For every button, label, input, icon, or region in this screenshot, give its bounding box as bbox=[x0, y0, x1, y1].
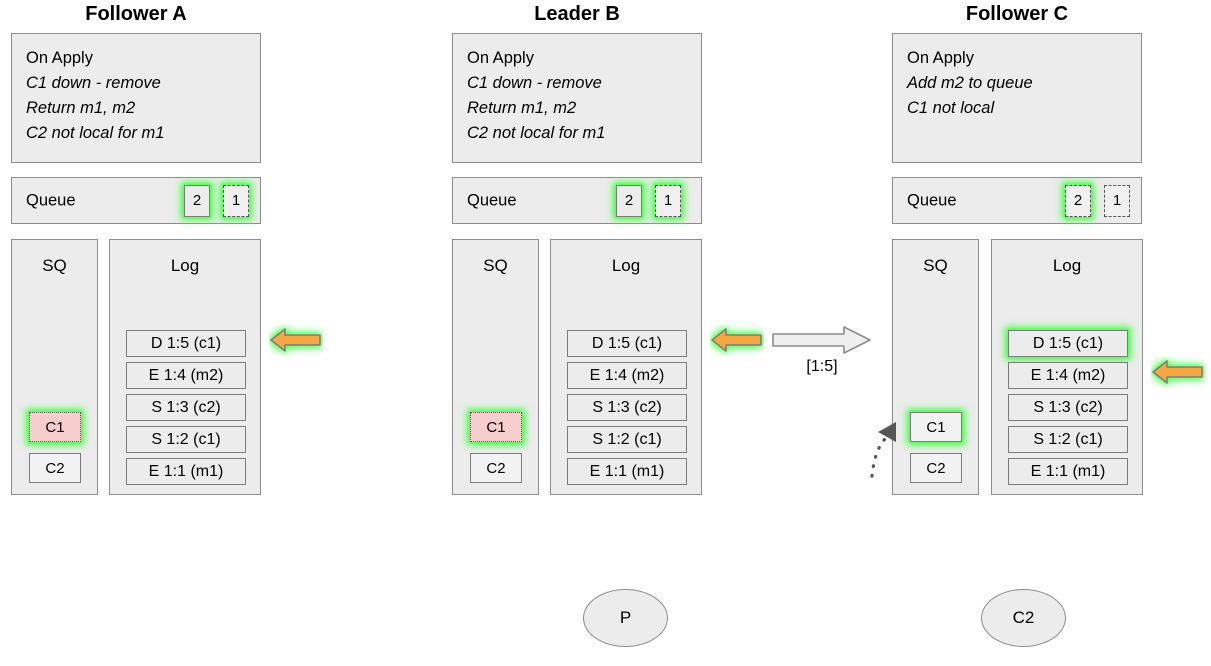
log-entry[interactable]: S 1:3 (c2) bbox=[126, 394, 246, 421]
apply-pointer-arrow-leader-b bbox=[710, 324, 764, 356]
queue-cell[interactable]: 2 bbox=[616, 184, 642, 217]
queue-panel-follower-c: Queue 2 1 bbox=[892, 177, 1142, 224]
log-entry[interactable]: E 1:4 (m2) bbox=[1008, 362, 1128, 389]
log-entry[interactable]: S 1:3 (c2) bbox=[567, 394, 687, 421]
sq-item[interactable]: C1 bbox=[470, 412, 522, 442]
sq-item[interactable]: C1 bbox=[29, 412, 81, 442]
queue-panel-leader-b: Queue 2 1 bbox=[452, 177, 702, 224]
replication-arrow bbox=[772, 325, 872, 355]
log-entry[interactable]: E 1:4 (m2) bbox=[567, 362, 687, 389]
on-apply-line: C1 not local bbox=[907, 99, 995, 117]
log-entry[interactable]: S 1:2 (c1) bbox=[567, 426, 687, 453]
log-title: Log bbox=[1052, 256, 1082, 275]
on-apply-line: C1 down - remove bbox=[26, 74, 161, 92]
on-apply-panel-follower-c: On Apply Add m2 to queue C1 not local bbox=[892, 33, 1142, 163]
log-entry[interactable]: E 1:1 (m1) bbox=[567, 458, 687, 485]
apply-pointer-arrow-follower-a bbox=[269, 324, 323, 356]
apply-pointer-arrow-follower-c bbox=[1151, 356, 1205, 388]
on-apply-line: Return m1, m2 bbox=[26, 99, 136, 117]
on-apply-header: On Apply bbox=[907, 49, 974, 67]
sq-title: SQ bbox=[483, 256, 508, 275]
sq-insert-dotted-arrow bbox=[866, 400, 914, 480]
log-entry[interactable]: S 1:2 (c1) bbox=[126, 426, 246, 453]
queue-cell[interactable]: 1 bbox=[655, 184, 681, 217]
log-panel-leader-b: Log D 1:5 (c1) E 1:4 (m2) S 1:3 (c2) S 1… bbox=[550, 239, 702, 495]
on-apply-line: C2 not local for m1 bbox=[26, 124, 165, 142]
column-title-follower-c: Follower C bbox=[965, 3, 1069, 25]
on-apply-line: Add m2 to queue bbox=[907, 74, 1033, 92]
process-ellipse-c2[interactable]: C2 bbox=[981, 589, 1066, 647]
sq-item[interactable]: C2 bbox=[470, 453, 522, 483]
queue-label: Queue bbox=[467, 191, 517, 209]
column-title-leader-b: Leader B bbox=[534, 3, 620, 25]
log-entry[interactable]: D 1:5 (c1) bbox=[567, 330, 687, 357]
log-title: Log bbox=[611, 256, 641, 275]
log-entry[interactable]: E 1:4 (m2) bbox=[126, 362, 246, 389]
log-entry[interactable]: E 1:1 (m1) bbox=[126, 458, 246, 485]
queue-panel-follower-a: Queue 2 1 bbox=[11, 177, 261, 224]
sq-title: SQ bbox=[923, 256, 948, 275]
sq-title: SQ bbox=[42, 256, 67, 275]
queue-label: Queue bbox=[907, 191, 957, 209]
on-apply-header: On Apply bbox=[467, 49, 534, 67]
column-title-follower-a: Follower A bbox=[85, 3, 187, 25]
log-entry[interactable]: D 1:5 (c1) bbox=[1008, 330, 1128, 357]
on-apply-panel-follower-a: On Apply C1 down - remove Return m1, m2 … bbox=[11, 33, 261, 163]
log-panel-follower-c: Log D 1:5 (c1) E 1:4 (m2) S 1:3 (c2) S 1… bbox=[991, 239, 1143, 495]
queue-label: Queue bbox=[26, 191, 76, 209]
on-apply-panel-leader-b: On Apply C1 down - remove Return m1, m2 … bbox=[452, 33, 702, 163]
on-apply-header: On Apply bbox=[26, 49, 93, 67]
log-entry[interactable]: S 1:2 (c1) bbox=[1008, 426, 1128, 453]
log-panel-follower-a: Log D 1:5 (c1) E 1:4 (m2) S 1:3 (c2) S 1… bbox=[109, 239, 261, 495]
sq-panel-follower-a: SQ C1 C2 bbox=[11, 239, 98, 495]
sq-item[interactable]: C1 bbox=[910, 412, 962, 442]
queue-cell[interactable]: 1 bbox=[223, 184, 249, 217]
sq-item[interactable]: C2 bbox=[29, 453, 81, 483]
queue-cell[interactable]: 2 bbox=[184, 184, 210, 217]
process-ellipse-p[interactable]: P bbox=[583, 589, 668, 647]
log-title: Log bbox=[170, 256, 200, 275]
queue-cell[interactable]: 1 bbox=[1104, 184, 1130, 217]
log-entry[interactable]: D 1:5 (c1) bbox=[126, 330, 246, 357]
sq-panel-follower-c: SQ C1 C2 bbox=[892, 239, 979, 495]
on-apply-line: C2 not local for m1 bbox=[467, 124, 606, 142]
log-entry[interactable]: S 1:3 (c2) bbox=[1008, 394, 1128, 421]
on-apply-line: C1 down - remove bbox=[467, 74, 602, 92]
log-entry[interactable]: E 1:1 (m1) bbox=[1008, 458, 1128, 485]
replication-label: [1:5] bbox=[806, 358, 838, 375]
sq-panel-leader-b: SQ C1 C2 bbox=[452, 239, 539, 495]
on-apply-line: Return m1, m2 bbox=[467, 99, 577, 117]
sq-item[interactable]: C2 bbox=[910, 453, 962, 483]
queue-cell[interactable]: 2 bbox=[1065, 184, 1091, 217]
